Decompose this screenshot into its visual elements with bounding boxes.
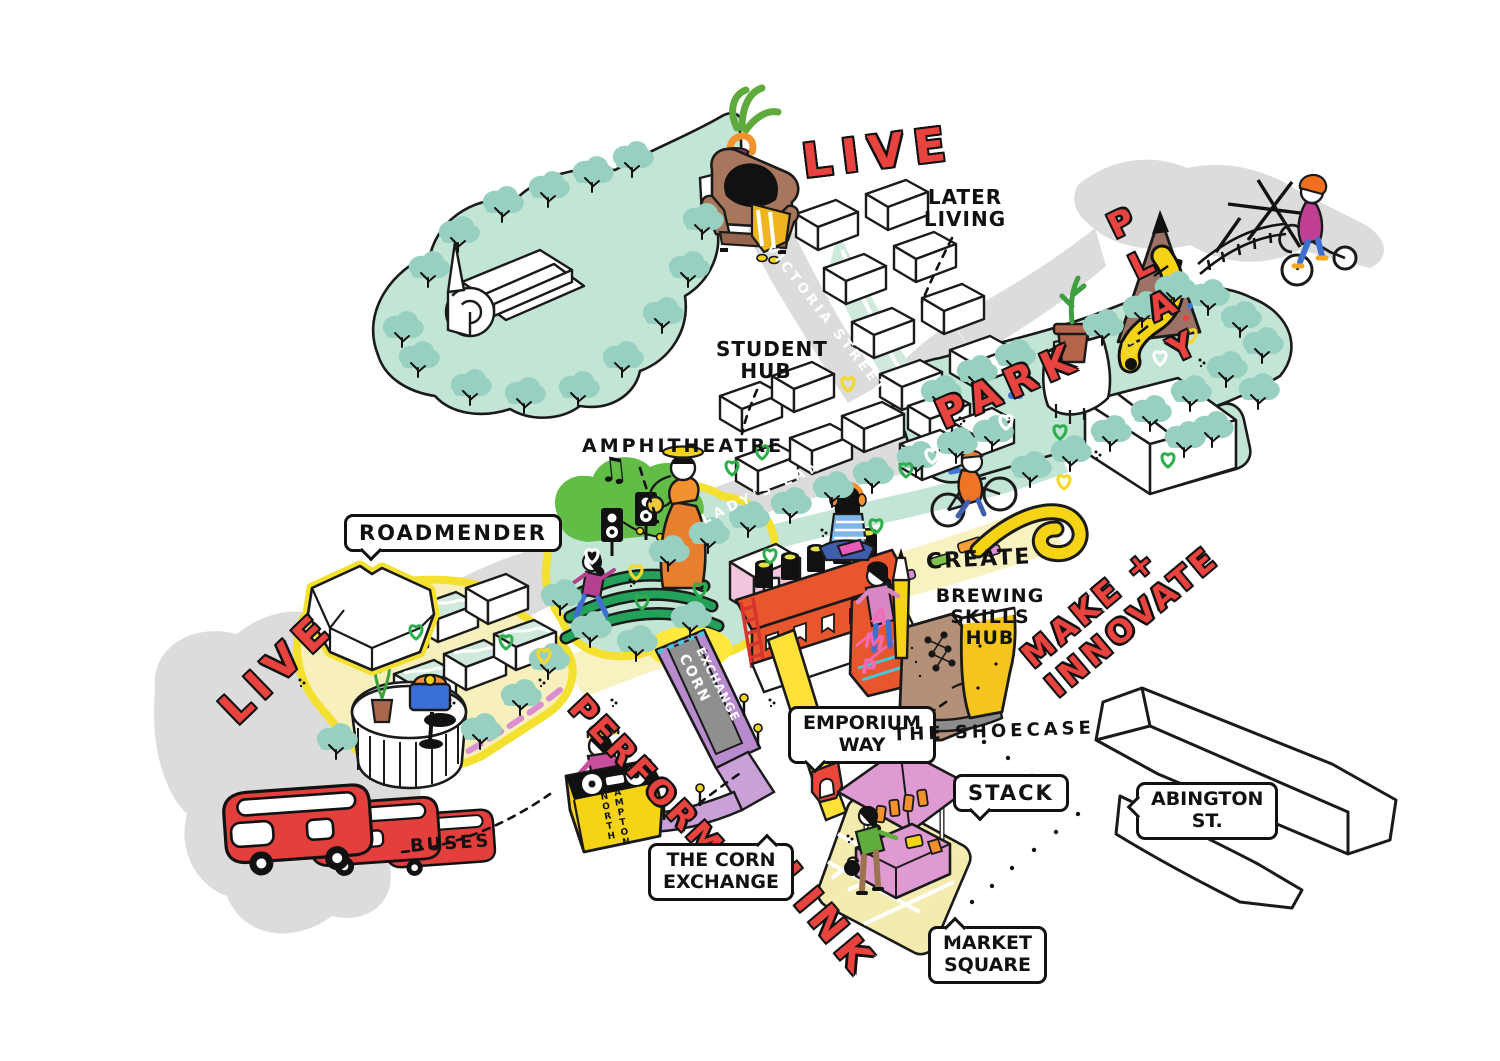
roadmender-building	[302, 560, 440, 676]
red-ladder	[739, 597, 766, 669]
bubble-the-corn-exchange: THE CORN EXCHANGE	[648, 843, 794, 901]
climbing-ladder	[1197, 222, 1287, 275]
park-green-topleft	[371, 111, 743, 419]
buses	[222, 783, 497, 876]
blanket	[750, 202, 792, 254]
person-hair	[724, 163, 778, 208]
label-student-hub: STUDENT HUB	[716, 337, 828, 383]
cyclist	[930, 450, 1018, 528]
bubble-market-square: MARKET SQUARE	[928, 926, 1047, 984]
bubble-emporium-way: EMPORIUM WAY	[788, 706, 936, 764]
beer-glass	[959, 606, 1017, 720]
dotted-trail	[969, 739, 1081, 905]
corn-exchange-building	[622, 626, 776, 834]
label-brewing-skills-hub: BREWING SKILLS HUB	[935, 585, 1045, 649]
label-later-living: LATER LIVING	[923, 185, 1007, 231]
bubble-stack: STACK	[953, 774, 1069, 813]
swing-frame	[1214, 179, 1309, 253]
church-building	[444, 240, 586, 338]
music-note-icon: ♫	[595, 448, 632, 492]
plant-pot-sculpture	[1041, 275, 1112, 424]
bus-1	[222, 783, 374, 876]
potted-plant	[370, 650, 394, 724]
cycle-loop	[969, 503, 1089, 563]
label-amphitheatre: AMPHITHEATRE	[582, 435, 785, 457]
path-lights	[659, 693, 763, 820]
pencil-person	[855, 548, 911, 660]
dj-booth	[564, 723, 664, 854]
round-table-building	[350, 650, 468, 790]
bubble-roadmender: ROADMENDER	[344, 514, 562, 553]
armchair-scene	[698, 84, 800, 265]
tricycle-rider	[1278, 173, 1358, 287]
table-lamp	[408, 673, 452, 749]
shopper	[844, 805, 899, 895]
bubble-abington-st: ABINGTON ST.	[1136, 782, 1279, 840]
later-living-buildings	[794, 178, 1014, 444]
red-archway	[810, 760, 844, 804]
